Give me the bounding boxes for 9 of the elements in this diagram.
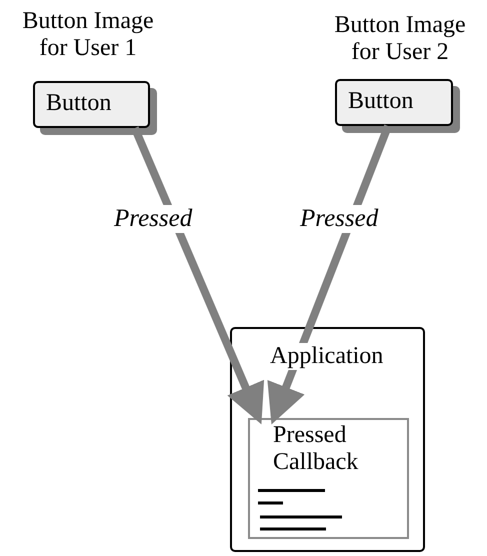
arrow xyxy=(131,126,264,424)
edge-label: Pressed xyxy=(112,205,194,233)
application-box xyxy=(230,327,425,552)
callback-box xyxy=(248,418,409,539)
box-title: Pressed Callback xyxy=(273,422,360,476)
node-heading: Button Image for User 1 xyxy=(21,8,155,62)
node-heading: Button Image for User 2 xyxy=(333,12,467,66)
edge-label: Pressed xyxy=(298,205,380,233)
box-title: Application xyxy=(268,343,386,370)
